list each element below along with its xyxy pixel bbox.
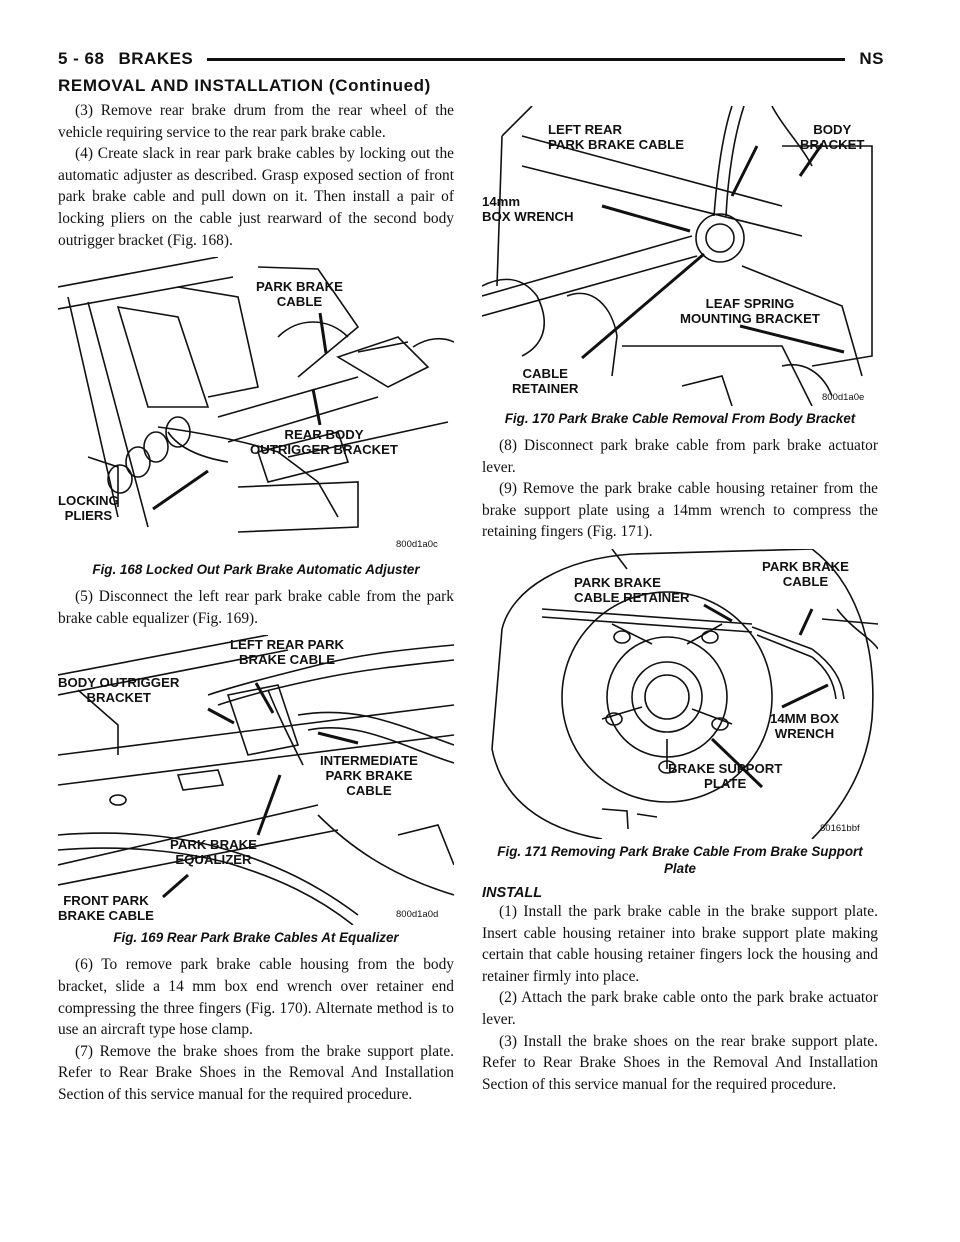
label-rear-body-outrigger-bracket: REAR BODY OUTRIGGER BRACKET bbox=[250, 427, 398, 458]
figure-code: 800d1a0d bbox=[396, 909, 439, 921]
figure-code: 80161bbf bbox=[820, 822, 860, 834]
label-leaf-spring-mounting-bracket: LEAF SPRING MOUNTING BRACKET bbox=[680, 296, 820, 326]
label-left-rear-park-brake-cable: LEFT REAR PARK BRAKE CABLE bbox=[548, 122, 685, 152]
caption-fig-168: Fig. 168 Locked Out Park Brake Automatic… bbox=[92, 562, 420, 578]
figure-168-illustration bbox=[58, 257, 454, 533]
install-heading: INSTALL bbox=[482, 884, 543, 901]
label-body-outrigger-bracket: BODY OUTRIGGER BRACKET bbox=[58, 675, 180, 706]
label-14mm-box-wrench: 14MM BOX WRENCH bbox=[770, 710, 839, 741]
label-body-bracket: BODY BRACKET bbox=[800, 122, 865, 152]
install-step-3: (3) Install the brake shoes on the rear … bbox=[482, 1032, 878, 1093]
step-6: (6) To remove park brake cable housing f… bbox=[58, 956, 454, 1039]
label-locking-pliers: LOCKING PLIERS bbox=[58, 493, 119, 524]
page-header: 5 - 68 BRAKES NS bbox=[58, 44, 884, 74]
label-intermediate-park-brake-cable: INTERMEDIATE PARK BRAKE CABLE bbox=[320, 753, 418, 799]
caption-fig-169: Fig. 169 Rear Park Brake Cables At Equal… bbox=[113, 930, 399, 946]
page-number: 5 - 68 bbox=[58, 49, 105, 68]
step-8: (8) Disconnect park brake cable from par… bbox=[482, 437, 878, 476]
label-14mm-box-wrench: 14mm BOX WRENCH bbox=[482, 194, 574, 224]
section-subheading: REMOVAL AND INSTALLATION (Continued) bbox=[58, 76, 431, 95]
caption-fig-170: Fig. 170 Park Brake Cable Removal From B… bbox=[504, 411, 856, 426]
step-9: (9) Remove the park brake cable housing … bbox=[482, 480, 878, 541]
label-park-brake-cable-retainer: PARK BRAKE CABLE RETAINER bbox=[574, 574, 690, 605]
header-rule bbox=[207, 57, 846, 61]
label-brake-support-plate: BRAKE SUPPORT PLATE bbox=[668, 760, 783, 791]
figure-169: LEFT REAR PARK BRAKE CABLE BODY OUTRIGGE… bbox=[58, 635, 454, 926]
figure-code: 800d1a0c bbox=[396, 539, 438, 551]
figure-171: PARK BRAKE CABLE RETAINER PARK BRAKE CAB… bbox=[482, 548, 878, 839]
install-step-2: (2) Attach the park brake cable onto the… bbox=[482, 989, 878, 1028]
label-front-park-brake-cable: FRONT PARK BRAKE CABLE bbox=[58, 893, 154, 924]
step-7: (7) Remove the brake shoes from the brak… bbox=[58, 1042, 454, 1103]
figure-169-illustration bbox=[58, 635, 454, 926]
label-park-brake-cable: PARK BRAKE CABLE bbox=[762, 558, 849, 589]
label-park-brake-cable: PARK BRAKE CABLE bbox=[256, 279, 343, 310]
caption-fig-171: Fig. 171 Removing Park Brake Cable From … bbox=[497, 843, 863, 876]
figure-code: 800d1a0e bbox=[822, 392, 865, 403]
label-park-brake-equalizer: PARK BRAKE EQUALIZER bbox=[170, 837, 257, 868]
label-cable-retainer: CABLE RETAINER bbox=[512, 366, 579, 396]
left-column: (3) Remove rear brake drum from the rear… bbox=[58, 100, 454, 1106]
model-code: NS bbox=[859, 49, 884, 68]
step-4: (4) Create slack in rear park brake cabl… bbox=[58, 145, 454, 249]
right-column: LEFT REAR PARK BRAKE CABLE BODY BRACKET … bbox=[482, 100, 878, 1095]
section-title: BRAKES bbox=[118, 49, 194, 68]
install-step-1: (1) Install the park brake cable in the … bbox=[482, 902, 878, 985]
figure-171-illustration bbox=[491, 548, 878, 839]
figure-168: PARK BRAKE CABLE REAR BODY OUTRIGGER BRA… bbox=[58, 257, 454, 557]
figure-170-illustration bbox=[482, 106, 873, 406]
step-3: (3) Remove rear brake drum from the rear… bbox=[58, 102, 454, 141]
figure-170: LEFT REAR PARK BRAKE CABLE BODY BRACKET … bbox=[482, 106, 878, 406]
label-left-rear-park-brake-cable: LEFT REAR PARK BRAKE CABLE bbox=[230, 637, 345, 668]
step-5: (5) Disconnect the left rear park brake … bbox=[58, 588, 454, 627]
